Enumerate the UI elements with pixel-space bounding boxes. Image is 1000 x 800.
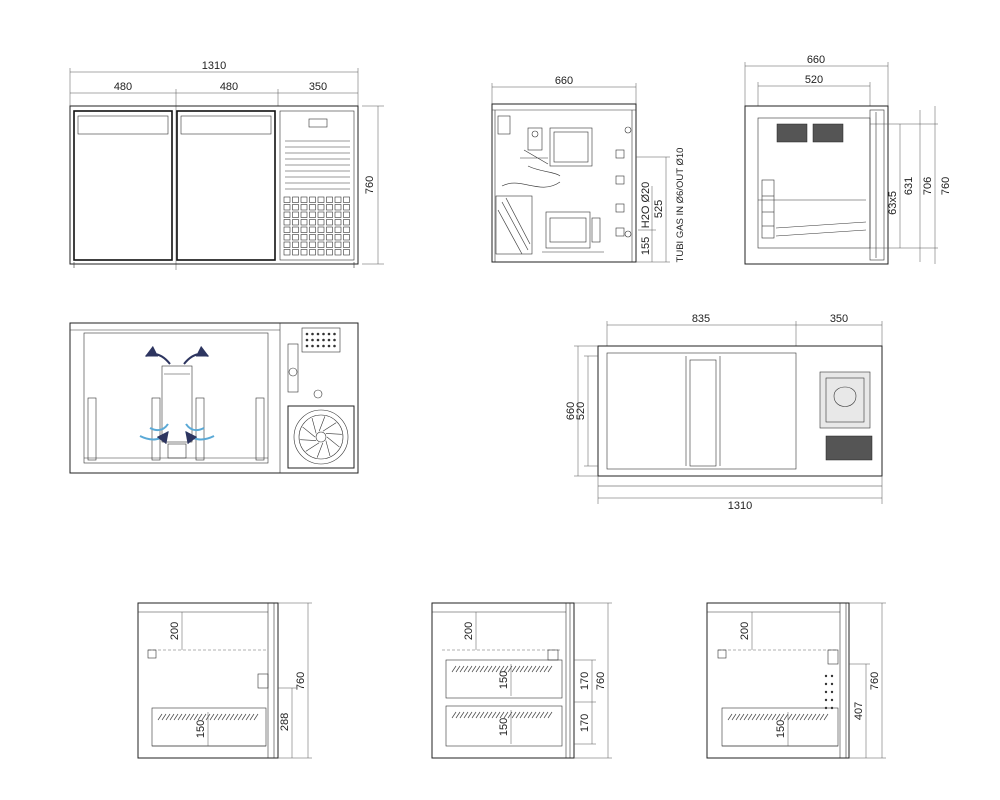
dim-right-706: 706 bbox=[922, 177, 934, 195]
dim-side-gas-pipes: TUBI GAS IN Ø6/OUT Ø10 bbox=[675, 148, 686, 263]
dim-front-door-left: 480 bbox=[114, 81, 132, 93]
dim-top-cabinet: 835 bbox=[692, 313, 710, 325]
dim-side-water: H2O Ø20 bbox=[640, 182, 652, 228]
section-b-hatch bbox=[451, 665, 553, 719]
dim-section-c-760: 760 bbox=[869, 672, 881, 690]
dim-section-b-170-lower: 170 bbox=[579, 714, 591, 732]
dim-section-a-150: 150 bbox=[195, 720, 207, 738]
dim-right-inner-width: 520 bbox=[805, 74, 823, 86]
section-c-holes bbox=[824, 674, 834, 710]
dim-side-155: 155 bbox=[640, 237, 652, 255]
dim-section-a-760: 760 bbox=[295, 672, 307, 690]
dim-section-c-200: 200 bbox=[739, 622, 751, 640]
dim-section-b-150-lower: 150 bbox=[498, 718, 510, 736]
dim-section-b-200: 200 bbox=[463, 622, 475, 640]
side-view: 660 525 H2O Ø20 bbox=[491, 75, 686, 263]
front-view: 1310 480 480 350 760 bbox=[69, 60, 384, 270]
front-mesh-grille bbox=[283, 196, 350, 256]
dim-front-height: 760 bbox=[364, 176, 376, 194]
top-view: 835 350 660 520 1310 bbox=[565, 313, 883, 512]
dim-right-631: 631 bbox=[903, 177, 915, 195]
section-c-hatch bbox=[727, 713, 829, 721]
dim-top-width: 1310 bbox=[728, 500, 752, 512]
section-b: 200 150 150 170 170 760 bbox=[431, 602, 612, 759]
section-c: 200 150 407 760 bbox=[706, 602, 886, 759]
dim-side-525: 525 bbox=[653, 200, 665, 218]
front-vent-grille bbox=[285, 140, 350, 190]
right-view: 660 520 63x5 631 706 760 bbox=[744, 54, 952, 265]
airflow-view bbox=[69, 322, 359, 474]
dim-top-inner: 520 bbox=[575, 402, 587, 420]
dim-side-depth: 660 bbox=[555, 75, 573, 87]
dim-front-overall-width: 1310 bbox=[202, 60, 226, 72]
dim-section-a-288: 288 bbox=[279, 713, 291, 731]
dim-section-c-407: 407 bbox=[853, 702, 865, 720]
dim-section-a-200: 200 bbox=[169, 622, 181, 640]
dim-right-760: 760 bbox=[940, 177, 952, 195]
dim-section-b-170-upper: 170 bbox=[579, 672, 591, 690]
dim-right-depth: 660 bbox=[807, 54, 825, 66]
dim-top-unit: 350 bbox=[830, 313, 848, 325]
section-a: 200 150 288 760 bbox=[137, 602, 312, 759]
fan-blades bbox=[300, 416, 342, 458]
airflow-vent-dots bbox=[305, 332, 336, 348]
dim-section-b-150-upper: 150 bbox=[498, 671, 510, 689]
dim-right-shelf: 63x5 bbox=[887, 191, 899, 215]
dim-front-door-right: 480 bbox=[220, 81, 238, 93]
dim-top-depth: 660 bbox=[565, 402, 577, 420]
dim-front-unit-width: 350 bbox=[309, 81, 327, 93]
dim-section-c-150: 150 bbox=[775, 720, 787, 738]
dim-section-b-760: 760 bbox=[595, 672, 607, 690]
